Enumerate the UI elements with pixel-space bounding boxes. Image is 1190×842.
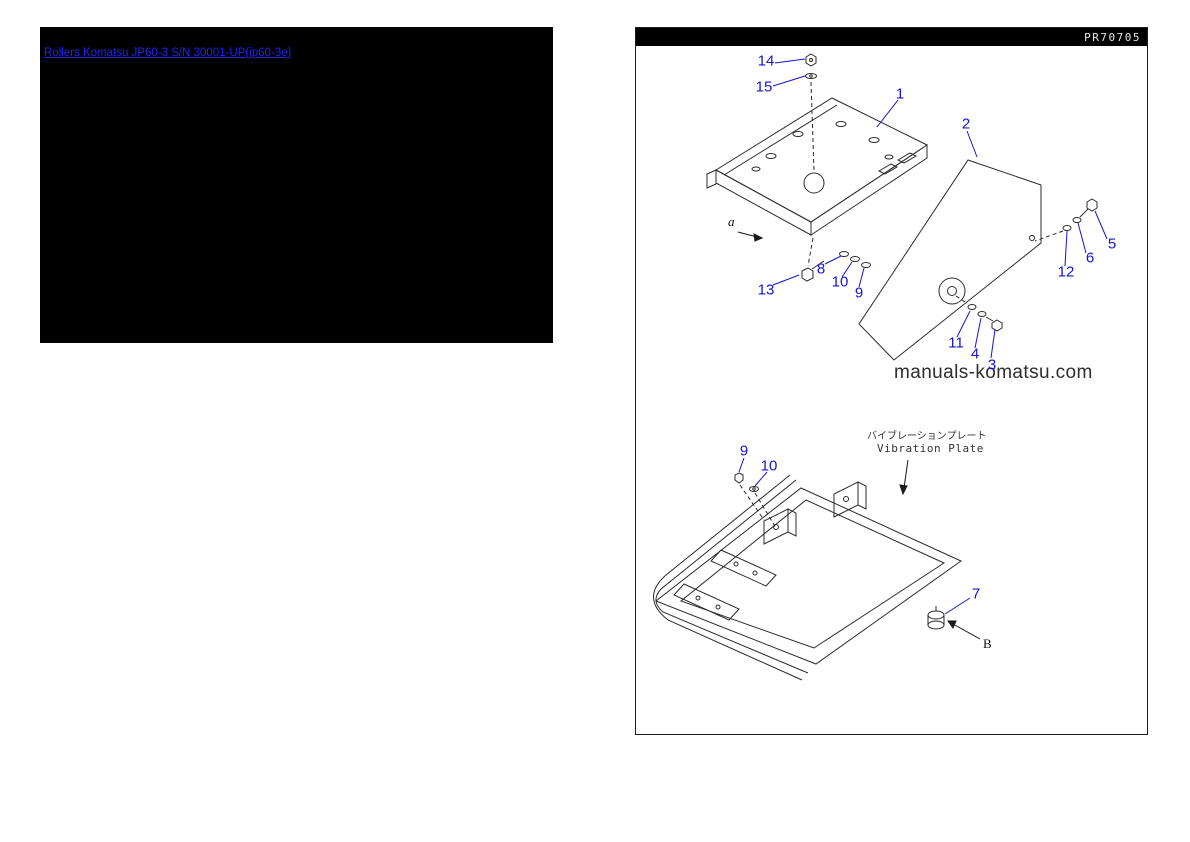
- bolt-part: [801, 267, 814, 282]
- vibration-plate-label-en: Vibration Plate: [877, 442, 984, 455]
- nut-part: [805, 53, 817, 67]
- construction-lines: [739, 81, 1064, 529]
- watermark-text: manuals-komatsu.com: [894, 362, 1093, 383]
- page-code: PR70705: [1084, 30, 1141, 44]
- parts-diagram-panel: PR70705: [635, 27, 1148, 735]
- cover-image-placeholder: Rollers Komatsu JP60-3 S/N 30001-UP(jp60…: [40, 27, 553, 343]
- manual-title-link[interactable]: Rollers Komatsu JP60-3 S/N 30001-UP(jp60…: [44, 47, 292, 59]
- view-arrows: [737, 231, 981, 640]
- cover-part: [858, 159, 1042, 361]
- diagram-header-bar: PR70705: [636, 28, 1147, 46]
- top-assembly-drawing: [706, 53, 1098, 361]
- exploded-parts-drawing: [653, 53, 1108, 681]
- vibration-plate-part: [655, 487, 962, 665]
- vibration-plate-label-jp: バイブレーションプレート: [867, 431, 987, 442]
- view-marker-b: B: [983, 636, 992, 651]
- shock-mount-part: [927, 610, 945, 620]
- vibration-plate-drawing: [653, 472, 962, 681]
- view-marker-a: a: [728, 214, 735, 229]
- washer-part: [805, 73, 817, 79]
- callout-leader-lines: [738, 58, 1108, 615]
